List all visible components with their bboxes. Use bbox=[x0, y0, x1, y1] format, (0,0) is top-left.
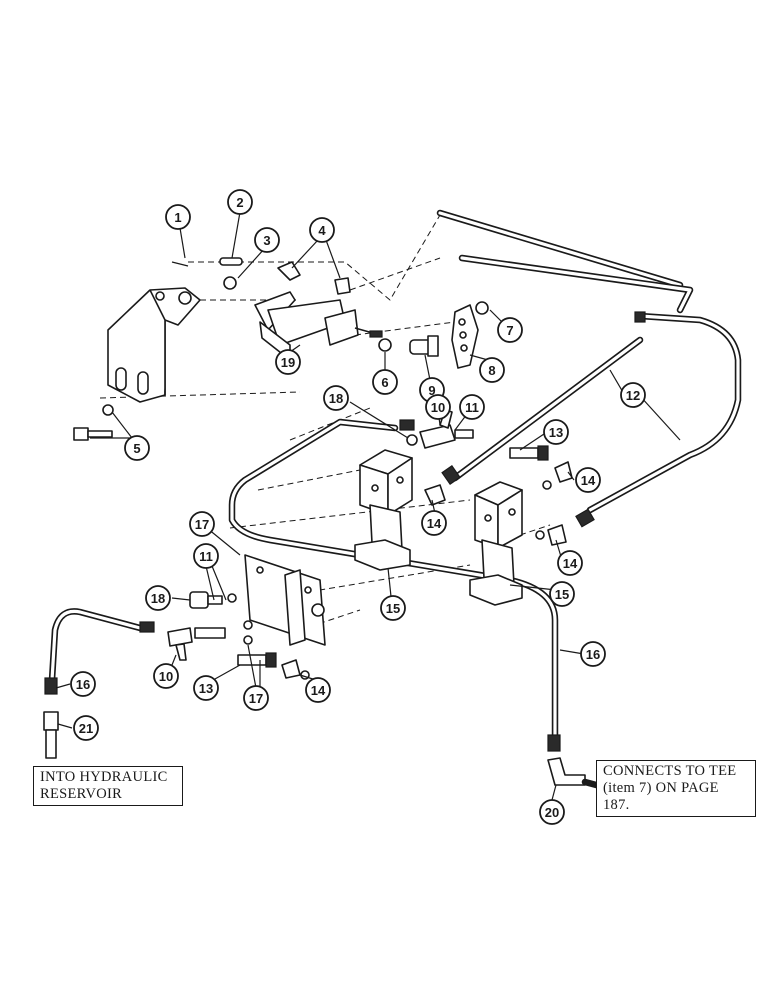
small-washers bbox=[227, 434, 552, 680]
svg-text:21: 21 bbox=[79, 721, 93, 736]
adapter-13-lower bbox=[237, 652, 277, 668]
callout-2: 2 bbox=[227, 189, 253, 215]
callout-15-left: 15 bbox=[380, 595, 406, 621]
svg-text:17: 17 bbox=[249, 691, 263, 706]
callout-14-b: 14 bbox=[421, 510, 447, 536]
callout-20: 20 bbox=[539, 799, 565, 825]
tee-fitting-10-lower bbox=[167, 627, 226, 661]
callout-6: 6 bbox=[372, 369, 398, 395]
adapter-13-upper bbox=[509, 445, 549, 461]
elbow-20 bbox=[547, 757, 586, 786]
tube-16-long bbox=[228, 418, 559, 744]
svg-text:15: 15 bbox=[386, 601, 400, 616]
nut-3 bbox=[223, 276, 237, 290]
callout-8: 8 bbox=[479, 357, 505, 383]
elbow-fittings-14 bbox=[281, 461, 573, 679]
callout-21: 21 bbox=[73, 715, 99, 741]
svg-text:10: 10 bbox=[431, 400, 445, 415]
callout-10-upper: 10 bbox=[425, 394, 451, 420]
svg-text:14: 14 bbox=[581, 473, 596, 488]
svg-text:2: 2 bbox=[236, 195, 243, 210]
nut-7 bbox=[475, 301, 489, 315]
mounting-bracket bbox=[107, 287, 201, 403]
callout-18-lower: 18 bbox=[145, 585, 171, 611]
nut-6 bbox=[378, 338, 392, 352]
elbow-fittings-4 bbox=[277, 261, 351, 295]
washer-5 bbox=[102, 404, 114, 416]
hose-diagonal-middle bbox=[451, 336, 644, 482]
lever-8 bbox=[451, 304, 479, 369]
callout-4: 4 bbox=[309, 217, 335, 243]
svg-text:13: 13 bbox=[549, 425, 563, 440]
tube-12-loop bbox=[586, 312, 742, 514]
svg-text:19: 19 bbox=[281, 355, 295, 370]
valve-block-15-left bbox=[354, 449, 413, 571]
note-into-hydraulic-reservoir: INTO HYDRAULIC RESERVOIR bbox=[33, 766, 183, 806]
callout-11-upper: 11 bbox=[459, 394, 485, 420]
pin-2 bbox=[219, 257, 243, 266]
svg-text:3: 3 bbox=[263, 233, 270, 248]
callout-16-right: 16 bbox=[580, 641, 606, 667]
svg-text:12: 12 bbox=[626, 388, 640, 403]
svg-text:4: 4 bbox=[318, 223, 326, 238]
svg-text:18: 18 bbox=[329, 391, 343, 406]
hydraulic-cylinder bbox=[254, 291, 383, 361]
valve-block-15-right bbox=[469, 481, 523, 606]
callout-15-right: 15 bbox=[549, 581, 575, 607]
callout-19: 19 bbox=[275, 349, 301, 375]
tube-16-left bbox=[48, 608, 144, 684]
svg-text:14: 14 bbox=[563, 556, 578, 571]
callout-18-upper: 18 bbox=[323, 385, 349, 411]
callout-14-a: 14 bbox=[575, 467, 601, 493]
callout-13-lower: 13 bbox=[193, 675, 219, 701]
assembly-dashed-lines bbox=[99, 214, 551, 631]
svg-text:11: 11 bbox=[465, 400, 479, 415]
svg-text:11: 11 bbox=[199, 549, 213, 564]
adapter-21 bbox=[43, 711, 59, 759]
svg-text:16: 16 bbox=[586, 647, 600, 662]
callout-17-lower: 17 bbox=[243, 685, 269, 711]
svg-text:17: 17 bbox=[195, 517, 209, 532]
callout-7: 7 bbox=[497, 317, 523, 343]
svg-text:1: 1 bbox=[174, 210, 181, 225]
callout-14-c: 14 bbox=[557, 550, 583, 576]
bolt-5 bbox=[73, 427, 113, 441]
hose-end-fittings bbox=[44, 311, 646, 752]
note-connects-to-tee: CONNECTS TO TEE (item 7) ON PAGE 187. bbox=[596, 760, 756, 817]
svg-text:18: 18 bbox=[151, 591, 165, 606]
svg-text:7: 7 bbox=[506, 323, 513, 338]
callout-1: 1 bbox=[165, 204, 191, 230]
tube-upper-long bbox=[436, 209, 694, 314]
mounting-plate-17 bbox=[244, 554, 326, 646]
svg-text:5: 5 bbox=[133, 441, 140, 456]
svg-text:13: 13 bbox=[199, 681, 213, 696]
svg-text:8: 8 bbox=[488, 363, 495, 378]
svg-text:14: 14 bbox=[311, 683, 326, 698]
clevis-9 bbox=[409, 335, 439, 357]
cotter-pin-1 bbox=[171, 261, 189, 267]
callout-13-upper: 13 bbox=[543, 419, 569, 445]
callout-12: 12 bbox=[620, 382, 646, 408]
plug-18-lower bbox=[189, 591, 223, 609]
callout-10-lower: 10 bbox=[153, 663, 179, 689]
callout-3: 3 bbox=[254, 227, 280, 253]
callout-17-upper: 17 bbox=[189, 511, 215, 537]
tee-fitting-10-upper bbox=[419, 409, 474, 449]
callout-5: 5 bbox=[124, 435, 150, 461]
svg-text:9: 9 bbox=[428, 383, 435, 398]
svg-text:10: 10 bbox=[159, 669, 173, 684]
callout-14-d: 14 bbox=[305, 677, 331, 703]
svg-text:6: 6 bbox=[381, 375, 388, 390]
svg-text:15: 15 bbox=[555, 587, 569, 602]
callout-11-lower: 11 bbox=[193, 543, 219, 569]
svg-text:20: 20 bbox=[545, 805, 559, 820]
callout-16-left: 16 bbox=[70, 671, 96, 697]
svg-text:14: 14 bbox=[427, 516, 442, 531]
svg-text:16: 16 bbox=[76, 677, 90, 692]
